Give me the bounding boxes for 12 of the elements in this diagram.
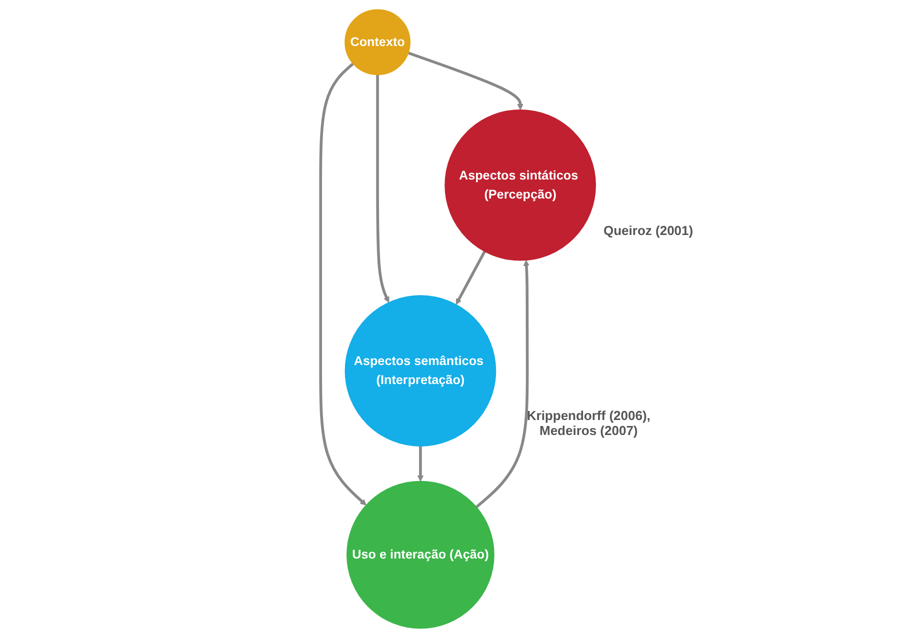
node-circle: Aspectos semânticos (Interpretação) (344, 295, 496, 446)
reference-note: Krippendorff (2006), Medeiros (2007) (526, 408, 652, 438)
arrow (408, 52, 524, 110)
arrow (417, 446, 424, 482)
arrow (319, 62, 366, 506)
node-circle: Uso e interação (Ação) (346, 480, 494, 629)
node-circle: Aspectos sintáticos (Percepção) (444, 109, 596, 261)
arrow (475, 260, 530, 508)
node-circle: Contexto (344, 9, 410, 76)
arrow (456, 250, 486, 305)
arrow (376, 74, 390, 303)
reference-note: Queiroz (2001) (604, 222, 694, 238)
